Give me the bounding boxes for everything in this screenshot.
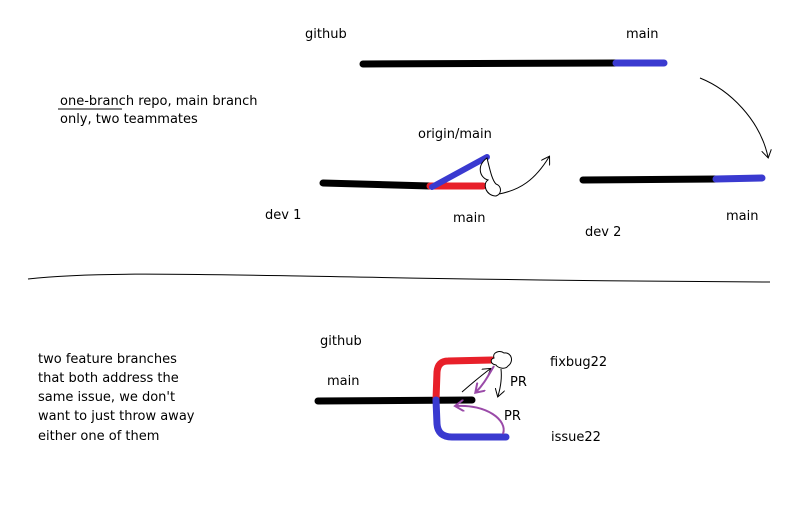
github-main-history-line [359,59,620,68]
fixbug22-branch-line [432,356,496,404]
bottom-note-line-4: want to just throw away [38,409,195,424]
fixbug22-commit-bubble [490,351,512,369]
sync-arrow-up [461,369,490,393]
section-divider [27,273,771,283]
sync-arrow-down [498,368,501,396]
dev1-merge-bubble [479,157,501,197]
push-arrow-from-dev1 [498,157,549,195]
pr-arrow-fixbug22 [476,365,495,392]
dev2-label: dev 2 [585,225,622,240]
bottom-note-line-5: either one of them [38,429,160,444]
github-main-label: main [626,27,659,42]
bottom-note-line-2: that both address the [38,371,179,386]
push-arrow-to-dev2 [699,77,768,157]
bottom-github-label: github [320,334,362,349]
bottom-note-line-1: two feature branches [38,352,177,367]
dev2-history-line [579,175,720,184]
fixbug22-label: fixbug22 [550,355,608,370]
top-note-line-1: one-branch repo, main branch [60,94,258,109]
bottom-main-label: main [327,374,360,389]
top-note-line-2: only, two teammates [60,112,198,127]
dev2-main-label: main [726,209,759,224]
issue22-branch-line [432,396,510,441]
dev2-new-commit-line [712,174,766,183]
dev1-label: dev 1 [265,208,302,223]
dev1-origin-main-line [429,154,490,190]
pr-arrow-issue22 [456,406,505,435]
bottom-note-line-3: same issue, we don't [38,390,176,405]
issue22-label: issue22 [551,430,601,445]
dev1-main-label: main [453,211,486,226]
bottom-main-history-line [314,396,476,405]
dev1-history-line [319,179,434,190]
pr-label-2: PR [504,409,521,424]
pr-label-1: PR [510,375,527,390]
origin-main-label: origin/main [418,127,492,142]
github-label: github [305,27,347,42]
